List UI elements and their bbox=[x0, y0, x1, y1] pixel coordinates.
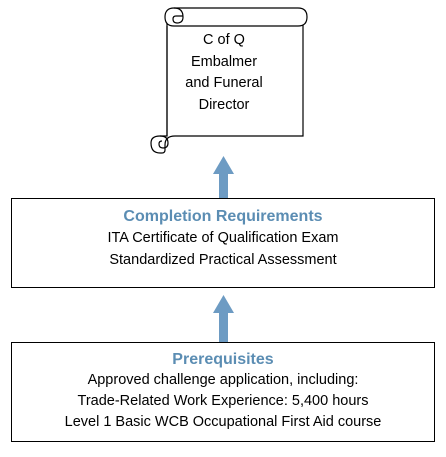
prerequisites-line: Trade-Related Work Experience: 5,400 hou… bbox=[77, 393, 369, 409]
certificate-line: Director bbox=[198, 96, 250, 113]
prerequisites-box: Prerequisites Approved challenge applica… bbox=[11, 342, 435, 442]
completion-line: Standardized Practical Assessment bbox=[109, 252, 337, 268]
certificate-scroll-icon bbox=[150, 7, 308, 154]
completion-requirements-box: Completion Requirements ITA Certificate … bbox=[11, 198, 435, 288]
certificate-line: C of Q bbox=[203, 32, 245, 48]
completion-line: ITA Certificate of Qualification Exam bbox=[107, 230, 339, 246]
certificate-title: C of Q Embalmer and Funeral Director bbox=[176, 30, 272, 116]
arrow-up-icon bbox=[213, 156, 234, 198]
completion-heading: Completion Requirements bbox=[123, 208, 323, 225]
certificate-line: and Funeral bbox=[185, 75, 263, 91]
prerequisites-line: Approved challenge application, includin… bbox=[87, 372, 359, 388]
arrow-up-icon-2 bbox=[213, 295, 234, 342]
certificate-line: Embalmer bbox=[190, 53, 258, 70]
prerequisites-line: Level 1 Basic WCB Occupational First Aid… bbox=[64, 414, 382, 430]
prerequisites-heading: Prerequisites bbox=[172, 351, 274, 368]
